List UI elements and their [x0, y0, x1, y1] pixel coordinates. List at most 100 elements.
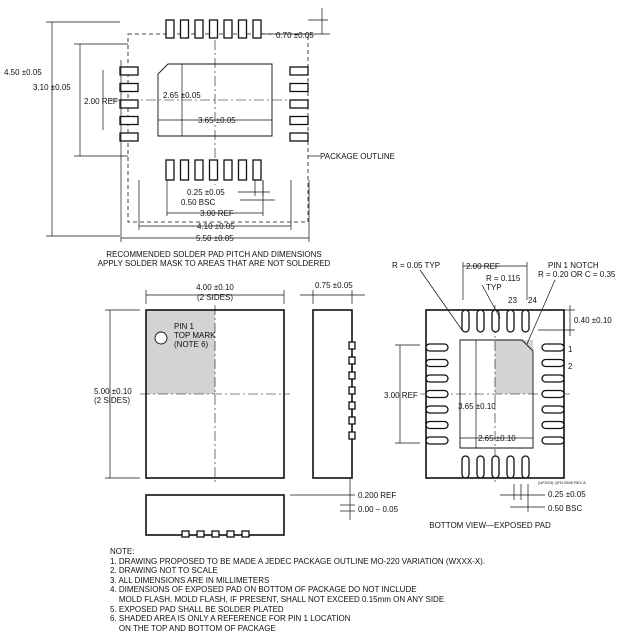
solder-pad — [289, 66, 309, 76]
package-outline-dashed — [127, 33, 309, 223]
exposed-pad-bottom — [459, 339, 534, 449]
dim-pitch-bottom: 0.50 BSC — [548, 504, 582, 513]
solder-pad — [208, 159, 219, 181]
dim-top-height: 5.00 ±0.10 — [94, 387, 132, 396]
pin-23-label: 23 — [508, 296, 517, 305]
note-item: 2. DRAWING NOT TO SCALE — [110, 566, 218, 576]
bottom-lead — [521, 309, 530, 333]
solder-pad — [194, 19, 204, 39]
pin1-shaded-area — [146, 310, 215, 394]
solder-pad — [179, 19, 190, 39]
note-item: 3. ALL DIMENSIONS ARE IN MILLIMETERS — [110, 575, 270, 585]
side-lead — [348, 416, 356, 425]
pin1-mark-icon — [154, 331, 168, 345]
side-view-body — [312, 309, 353, 479]
side-lead — [241, 530, 250, 538]
bottom-lead — [541, 420, 565, 430]
solder-pad — [289, 82, 309, 93]
radius-pin-typ: TYP — [486, 283, 502, 292]
pin-2-label: 2 — [568, 362, 573, 371]
dim-standoff: 0.00 – 0.05 — [358, 505, 399, 514]
bottom-lead — [541, 405, 565, 414]
solder-pad — [179, 159, 190, 181]
notes-block: NOTE: 1. DRAWING PROPOSED TO BE MADE A J… — [110, 547, 485, 633]
dim-thickness: 0.75 ±0.05 — [315, 281, 353, 290]
side-lead — [348, 401, 356, 410]
dim-ref-vertical: 2.00 REF — [84, 97, 118, 106]
solder-pad — [223, 159, 233, 181]
dim-inner-width: 4.10 ±0.05 — [197, 222, 235, 231]
leader-line — [526, 279, 556, 345]
bottom-bottom-leads — [461, 455, 530, 479]
solder-pad — [252, 159, 262, 181]
dim-overall-inner: 3.10 ±0.05 — [33, 83, 71, 92]
dim-pitch-solder: 0.50 BSC — [181, 198, 215, 207]
dim-ref-top: 2.00 REF — [466, 262, 500, 271]
solder-pad — [119, 82, 139, 93]
side-bottom-body — [145, 494, 285, 536]
top-view: PIN 1 TOP MARK (NOTE 6) 4.00 ±0.10 (2 SI… — [94, 283, 290, 484]
solder-pad — [289, 115, 309, 126]
bottom-lead — [425, 405, 449, 414]
bottom-lead — [476, 455, 485, 479]
dim-outer-width: 5.50 ±0.05 — [196, 234, 234, 243]
bottom-lead — [521, 455, 530, 479]
pin1-notch-label: PIN 1 NOTCH — [548, 261, 599, 270]
radius-typ: R = 0.05 TYP — [392, 261, 440, 270]
solder-pad — [237, 19, 248, 39]
solder-pad — [194, 159, 204, 181]
solder-pad — [252, 19, 262, 39]
solder-pad — [119, 132, 139, 142]
bottom-lead — [461, 309, 470, 333]
bottom-lead — [461, 455, 470, 479]
solder-pad — [165, 19, 175, 39]
bottom-view-caption: BOTTOM VIEW—EXPOSED PAD — [429, 521, 551, 530]
side-leads-bottom — [181, 530, 250, 538]
bottom-pad-row — [165, 159, 262, 181]
bottom-lead — [541, 436, 565, 445]
side-view-horizontal: 0.200 REF 0.00 – 0.05 — [145, 478, 399, 538]
bottom-lead — [491, 455, 500, 479]
note-item: 6. SHADED AREA IS ONLY A REFERENCE FOR P… — [110, 614, 351, 624]
top-pad-row — [165, 19, 262, 39]
dim-epad-height: 3.65 ±0.10 — [458, 402, 496, 411]
side-lead — [181, 530, 190, 538]
left-pad-column — [119, 66, 139, 142]
side-lead — [348, 386, 356, 395]
dim-top-width: 4.00 ±0.10 — [196, 283, 234, 292]
pin-24-label: 24 — [528, 296, 537, 305]
pin1-label-line2: TOP MARK — [174, 331, 216, 340]
side-leads — [348, 341, 356, 440]
dim-lead-ref: 0.200 REF — [358, 491, 396, 500]
solder-pad — [119, 115, 139, 126]
side-lead — [348, 341, 356, 350]
note-item: 5. EXPOSED PAD SHALL BE SOLDER PLATED — [110, 604, 284, 614]
solder-caption-line2: APPLY SOLDER MASK TO AREAS THAT ARE NOT … — [98, 259, 331, 268]
dim-pad-width: 3.65 ±0.05 — [198, 116, 236, 125]
radius-pin: R = 0.115 — [486, 274, 521, 283]
bottom-lead — [425, 389, 449, 399]
solder-pad-view: 0.70 ±0.05 4.50 ±0.05 3.10 ±0.05 2.00 RE… — [4, 8, 395, 268]
bottom-lead — [506, 309, 515, 333]
pin1-notch-dim: R = 0.20 OR C = 0.35 — [538, 270, 616, 279]
bottom-top-leads — [461, 309, 530, 333]
bottom-right-leads — [541, 343, 565, 445]
bottom-lead — [541, 343, 565, 352]
solder-pad — [223, 19, 233, 39]
package-outline-label: PACKAGE OUTLINE — [320, 152, 395, 161]
dim-lead-length: 0.40 ±0.10 — [574, 316, 612, 325]
side-lead — [196, 530, 205, 538]
bottom-view: R = 0.05 TYP 2.00 REF R = 0.115 TYP PIN … — [384, 261, 616, 530]
side-lead — [211, 530, 220, 538]
bottom-lead — [541, 374, 565, 383]
dim-pad-height: 2.65 ±0.05 — [163, 91, 201, 100]
leader-line — [481, 284, 501, 319]
solder-pad — [289, 99, 309, 109]
dim-overall-outer: 4.50 ±0.05 — [4, 68, 42, 77]
solder-pad — [289, 132, 309, 142]
note-item: ON THE TOP AND BOTTOM OF PACKAGE — [110, 623, 276, 633]
dim-epad-width: 2.65 ±0.10 — [478, 434, 516, 443]
solder-pad — [119, 99, 139, 109]
